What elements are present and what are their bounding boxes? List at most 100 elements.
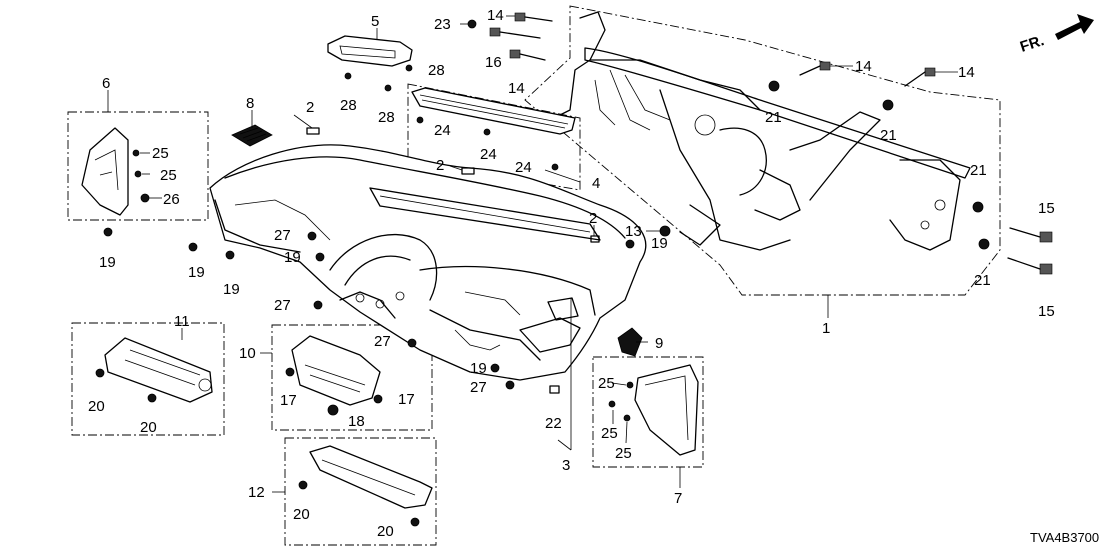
clip-24-b (483, 128, 491, 136)
callout-2-c: 2 (589, 210, 597, 227)
callout-21-d: 21 (974, 272, 991, 289)
callout-7: 7 (674, 490, 682, 507)
bolt-14-c (799, 61, 831, 76)
callout-19-c: 19 (223, 281, 240, 298)
part-8-speaker-grille (231, 124, 273, 147)
callout-16: 16 (485, 54, 502, 71)
callout-2-b: 2 (436, 157, 444, 174)
callout-14-a: 14 (487, 7, 504, 24)
callout-10: 10 (239, 345, 256, 362)
diagram-code: TVA4B3700 (1030, 530, 1099, 545)
callout-18: 18 (348, 413, 365, 430)
bolt-16 (489, 27, 541, 39)
group-boxes (67, 5, 1001, 546)
callout-25-b: 25 (160, 167, 177, 184)
bolt-18 (327, 404, 339, 416)
callout-28-c: 28 (378, 109, 395, 126)
callout-19-a: 19 (99, 254, 116, 271)
fr-arrow-icon (1055, 14, 1094, 40)
screw-19-b (188, 242, 198, 252)
screw-17-a (285, 367, 295, 377)
nut-23 (467, 19, 477, 29)
callout-14-b: 14 (508, 80, 525, 97)
screw-19-a (103, 227, 113, 237)
clip-27-d (505, 380, 515, 390)
clip-25-c (626, 381, 634, 389)
callout-21-a: 21 (765, 109, 782, 126)
clip-25-a (132, 149, 140, 157)
screw-28-b (344, 72, 352, 80)
clip-25-d (608, 400, 616, 408)
callout-19-d: 19 (284, 249, 301, 266)
callout-2-a: 2 (306, 99, 314, 116)
bolt-14-d (904, 67, 936, 87)
callout-13: 13 (625, 223, 642, 240)
clip-21-a (768, 80, 780, 92)
bolt-15-b (1007, 257, 1053, 275)
part-11-knee-bolster (104, 337, 213, 403)
clip-27-c (407, 338, 417, 348)
callout-11: 11 (174, 313, 190, 330)
callouts: 1 2 2 2 2 3 4 5 6 7 8 9 10 11 12 13 14 1… (88, 7, 1055, 540)
callout-14-d: 14 (958, 64, 975, 81)
callout-25-c: 25 (598, 375, 615, 392)
callout-22: 22 (545, 415, 562, 432)
screw-20-a (95, 368, 105, 378)
part-12-lower-cover (309, 445, 433, 509)
fr-label: FR. (1018, 32, 1046, 56)
callout-15-a: 15 (1038, 200, 1055, 217)
callout-21-b: 21 (880, 127, 897, 144)
screw-28-a (405, 64, 413, 72)
bolt-15-a (1009, 227, 1053, 243)
bolt-14-b (509, 49, 546, 61)
box-steering-hanger (524, 5, 1001, 296)
callout-20-b: 20 (140, 419, 157, 436)
dashboard-assembly (209, 144, 647, 381)
part-4-defroster-duct (411, 87, 576, 135)
screw-20-c (298, 480, 308, 490)
screw-20-b (147, 393, 157, 403)
callout-25-d: 25 (601, 425, 618, 442)
screw-19-c (225, 250, 235, 260)
part-10-passenger-airbag (291, 335, 381, 406)
callout-12: 12 (248, 484, 265, 501)
callout-9: 9 (655, 335, 663, 352)
callout-28-a: 28 (428, 62, 445, 79)
callout-6: 6 (102, 75, 110, 92)
screw-19-e (625, 239, 635, 249)
callout-27-d: 27 (470, 379, 487, 396)
callout-27-c: 27 (374, 333, 391, 350)
clip-21-b (882, 99, 894, 111)
clip-24-a (416, 116, 424, 124)
callout-15-b: 15 (1038, 303, 1055, 320)
screw-17-b (373, 394, 383, 404)
fasteners (95, 12, 1053, 527)
callout-27-b: 27 (274, 297, 291, 314)
pad-2-b (461, 167, 475, 175)
callout-24-c: 24 (515, 159, 532, 176)
callout-27-a: 27 (274, 227, 291, 244)
clip-25-e (623, 414, 631, 422)
callout-21-c: 21 (970, 162, 987, 179)
callout-19-b: 19 (188, 264, 205, 281)
box-side-lid (592, 356, 704, 468)
screw-19-d (315, 252, 325, 262)
callout-14-c: 14 (855, 58, 872, 75)
box-knee-airbag (71, 322, 225, 436)
callout-26: 26 (163, 191, 180, 208)
screw-28-c (384, 84, 392, 92)
part-9-corner-cap (617, 327, 643, 357)
callout-24-b: 24 (480, 146, 497, 163)
part-1-steering-hanger (559, 11, 971, 251)
clip-25-b (134, 170, 142, 178)
callout-20-d: 20 (377, 523, 394, 540)
box-side-bracket (67, 111, 209, 221)
callout-17-a: 17 (280, 392, 297, 409)
part-7-side-lid (634, 364, 699, 456)
clip-21-d (978, 238, 990, 250)
clip-27-b (313, 300, 323, 310)
box-passenger-airbag (271, 324, 433, 431)
callout-19-f: 19 (470, 360, 487, 377)
screw-20-d (410, 517, 420, 527)
